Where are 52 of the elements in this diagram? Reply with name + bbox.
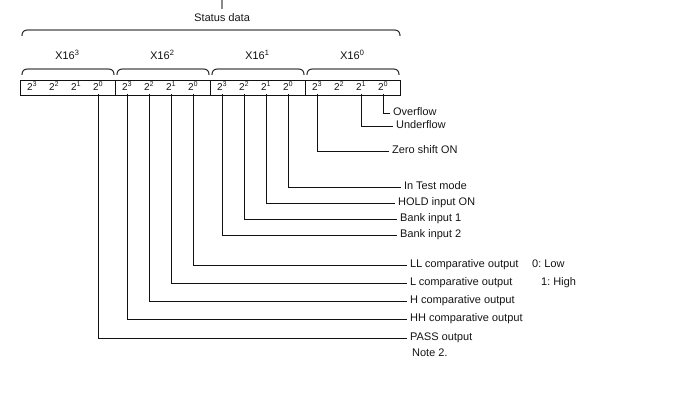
bit-label: 2$^{0}$ <box>93 82 102 94</box>
bit-description: HH comparative output <box>410 312 522 325</box>
bit-label: 2$^{2}$ <box>239 82 248 94</box>
value-note: 0: Low <box>532 258 564 271</box>
bit-label: 2$^{3}$ <box>312 82 322 94</box>
leader-line <box>383 94 390 114</box>
digit-weight-label: X16$^{2}$ <box>150 50 174 63</box>
bit-label: 2$^{2}$ <box>334 82 344 94</box>
bit-description: HOLD input ON <box>398 196 476 209</box>
leader-line <box>171 94 408 284</box>
bit-label: 2$^{2}$ <box>144 82 154 94</box>
bit-label: 2$^{3}$ <box>27 82 36 94</box>
leader-line <box>317 94 390 152</box>
bit-label: 2$^{3}$ <box>217 82 226 94</box>
bit-description: L comparative output <box>410 276 512 289</box>
bit-group-box <box>20 80 116 96</box>
bit-label: 2$^{1}$ <box>166 82 176 94</box>
leader-line <box>193 94 408 266</box>
leader-line <box>98 94 408 339</box>
leader-line <box>222 94 398 236</box>
bit-group-box <box>305 80 401 96</box>
leader-line <box>361 94 394 127</box>
bit-description: Underflow <box>396 119 446 132</box>
leader-line <box>244 94 398 220</box>
bit-group-box <box>210 80 306 96</box>
bit-description: PASS output <box>410 331 472 344</box>
digit-weight-label: X16$^{1}$ <box>245 50 269 63</box>
bit-description: LL comparative output <box>410 258 518 271</box>
digit-weight-label: X16$^{3}$ <box>55 50 79 63</box>
bit-label: 2$^{2}$ <box>49 82 58 94</box>
bit-description: H comparative output <box>410 294 515 307</box>
leader-line <box>127 94 408 320</box>
bit-label: 2$^{1}$ <box>356 82 366 94</box>
bit-description: In Test mode <box>404 180 467 193</box>
note: Note 2. <box>412 347 448 360</box>
bit-group-box <box>115 80 211 96</box>
digit-weight-label: X16$^{0}$ <box>340 50 364 63</box>
value-note: 1: High <box>541 276 576 289</box>
bit-description: Bank input 2 <box>400 228 462 241</box>
leader-line <box>288 94 402 188</box>
heading: Status data <box>194 12 250 25</box>
bit-label: 2$^{0}$ <box>188 82 198 94</box>
leader-line <box>149 94 408 302</box>
bit-label: 2$^{3}$ <box>122 82 132 94</box>
bit-description: Bank input 1 <box>400 212 462 225</box>
bit-label: 2$^{0}$ <box>378 82 388 94</box>
bit-label: 2$^{1}$ <box>261 82 270 94</box>
bit-label: 2$^{0}$ <box>283 82 292 94</box>
bit-description: Overflow <box>393 106 436 119</box>
bit-label: 2$^{1}$ <box>71 82 80 94</box>
bit-description: Zero shift ON <box>392 144 458 157</box>
leader-line <box>266 94 396 204</box>
